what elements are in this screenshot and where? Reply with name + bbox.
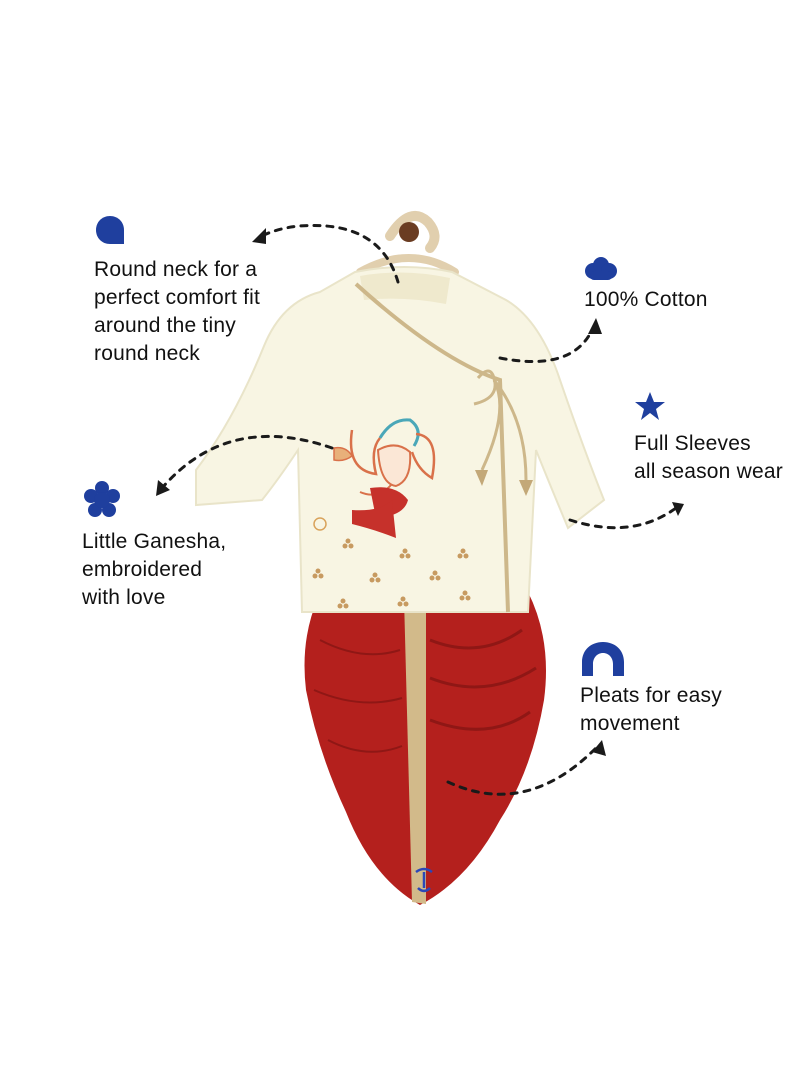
flower-icon xyxy=(84,481,120,517)
ganesha-embroidery-icon xyxy=(312,418,471,609)
callout-line: Full Sleeves xyxy=(634,432,751,455)
callout-line: Pleats for easy xyxy=(580,684,722,707)
callout-line: embroidered xyxy=(82,558,203,581)
arrow-ganesha xyxy=(160,434,334,490)
arrow-sleeves xyxy=(568,506,678,530)
teardrop-icon xyxy=(96,216,124,244)
callout-line: round neck xyxy=(94,342,200,365)
callout-line: perfect comfort fit xyxy=(94,286,261,309)
star-icon xyxy=(635,392,665,420)
callout-ganesha: Little Ganesha, embroidered with love xyxy=(82,528,226,612)
callout-full-sleeves: Full Sleeves all season wear xyxy=(634,430,783,486)
callout-line: all season wear xyxy=(634,460,783,483)
callout-round-neck: Round neck for a perfect comfort fit aro… xyxy=(94,256,260,368)
callout-cotton: 100% Cotton xyxy=(584,286,708,314)
callout-line: Round neck for a xyxy=(94,258,258,281)
arrow-pleats xyxy=(446,746,598,796)
dhoti xyxy=(304,592,546,905)
arrow-cotton xyxy=(498,328,594,363)
callout-line: 100% Cotton xyxy=(584,288,708,311)
kurta xyxy=(195,266,606,613)
callout-line: around the tiny xyxy=(94,314,236,337)
arch-icon xyxy=(582,642,624,676)
callout-line: movement xyxy=(580,712,680,735)
cotton-flower-icon xyxy=(585,257,617,280)
callout-pleats: Pleats for easy movement xyxy=(580,682,722,738)
hanger-icon xyxy=(356,211,459,276)
callout-line: with love xyxy=(82,586,166,609)
arrow-round-neck xyxy=(256,223,400,284)
callout-line: Little Ganesha, xyxy=(82,530,227,553)
brand-logo-icon xyxy=(415,867,433,893)
